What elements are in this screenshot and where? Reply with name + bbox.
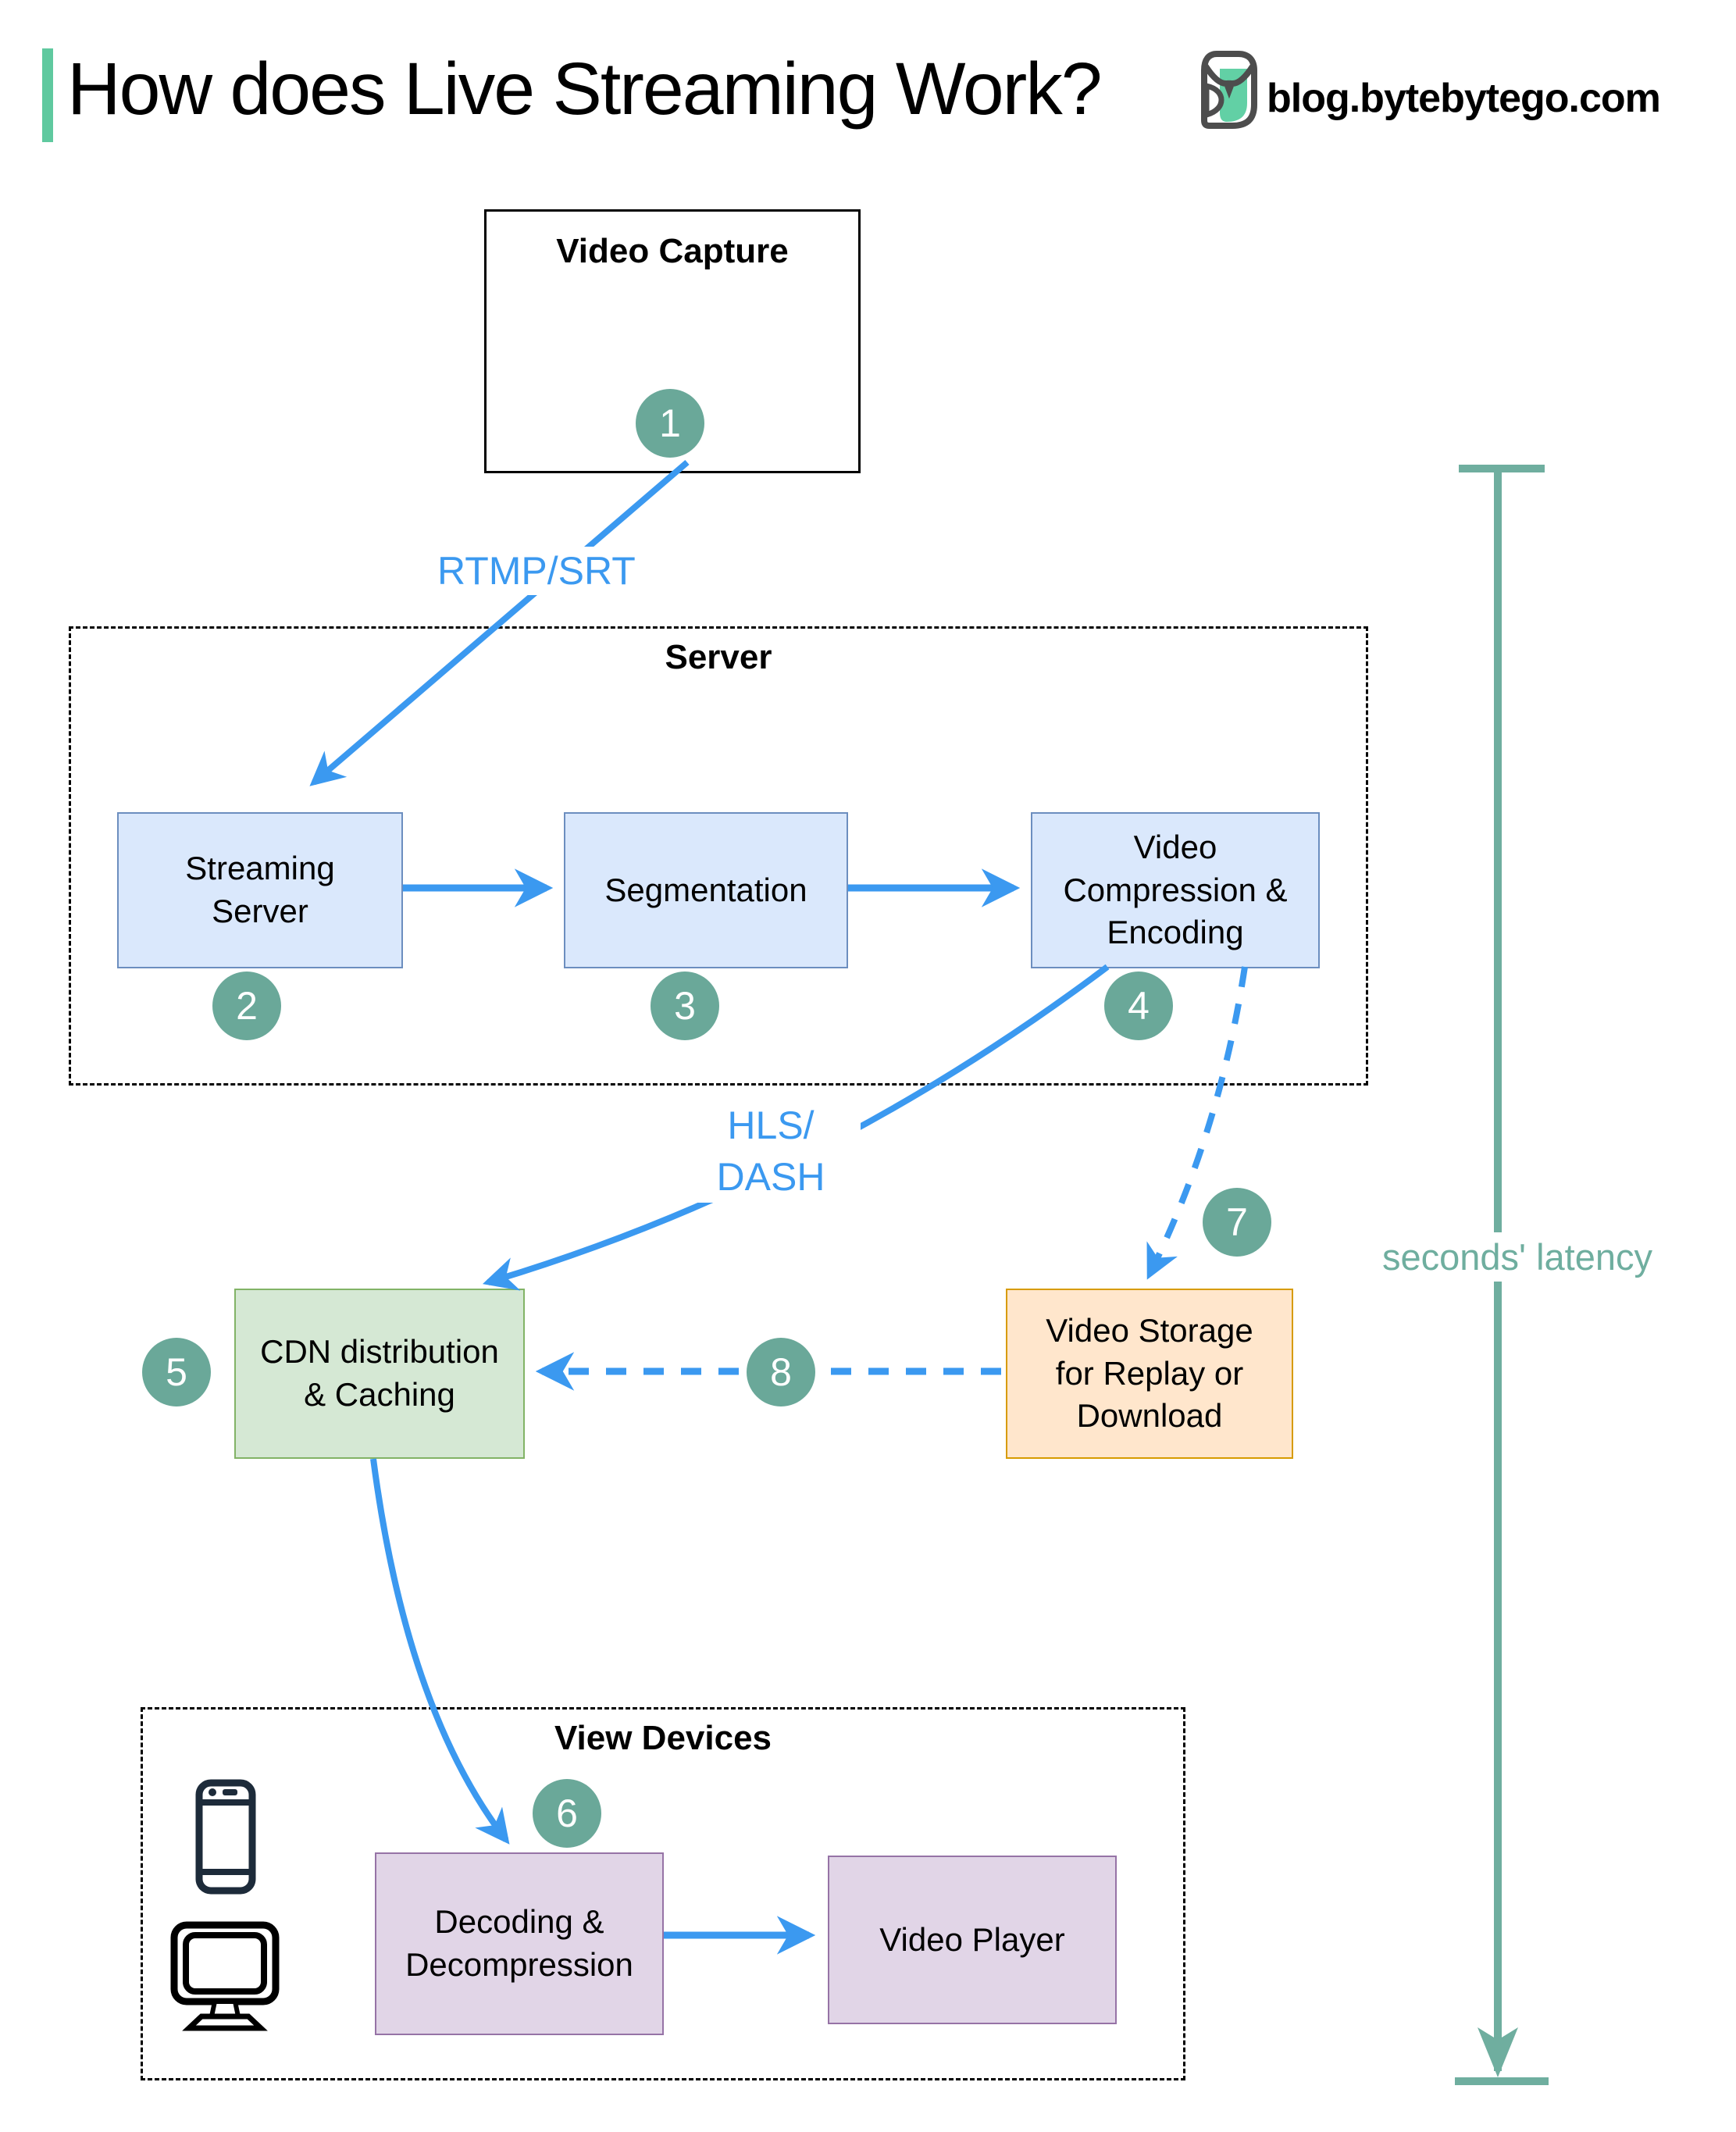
decoding-node: Decoding & Decompression xyxy=(375,1852,664,2035)
streaming-server-node: Streaming Server xyxy=(117,812,403,968)
step-circle-8: 8 xyxy=(747,1338,815,1406)
monitor-icon xyxy=(170,1921,280,2031)
step-circle-6: 6 xyxy=(533,1779,601,1848)
site-name: blog.bytebytego.com xyxy=(1267,76,1661,121)
video-player-label: Video Player xyxy=(879,1920,1065,1958)
video-storage-node: Video Storage for Replay or Download xyxy=(1006,1289,1293,1459)
rtmp-srt-label: RTMP/SRT xyxy=(431,547,642,595)
video-compression-label: Video Compression & Encoding xyxy=(1063,829,1288,951)
segmentation-label: Segmentation xyxy=(604,871,807,908)
cdn-node: CDN distribution & Caching xyxy=(234,1289,525,1459)
title-accent-bar xyxy=(42,48,53,142)
bytebytego-logo-icon xyxy=(1201,51,1257,129)
page-title: How does Live Streaming Work? xyxy=(67,48,1103,130)
video-storage-label: Video Storage for Replay or Download xyxy=(1046,1312,1253,1435)
cdn-label: CDN distribution & Caching xyxy=(260,1333,499,1413)
view-devices-group-box: View Devices xyxy=(141,1707,1185,2080)
latency-label: seconds' latency xyxy=(1371,1232,1664,1282)
view-devices-group-label: View Devices xyxy=(554,1719,772,1757)
step-circle-1: 1 xyxy=(636,389,704,458)
step-circle-4: 4 xyxy=(1104,972,1173,1040)
smartphone-icon xyxy=(195,1779,256,1895)
step-circle-2: 2 xyxy=(212,972,281,1040)
streaming-server-label: Streaming Server xyxy=(185,850,335,929)
video-compression-node: Video Compression & Encoding xyxy=(1031,812,1320,968)
hls-dash-label: HLS/ DASH xyxy=(681,1100,861,1203)
hls-label-line1: HLS/ xyxy=(727,1103,815,1147)
decoding-label: Decoding & Decompression xyxy=(405,1903,633,1983)
server-group-label: Server xyxy=(665,638,772,676)
step-circle-7: 7 xyxy=(1203,1188,1271,1257)
step-circle-5: 5 xyxy=(142,1338,211,1406)
video-capture-label: Video Capture xyxy=(556,232,789,270)
step-circle-3: 3 xyxy=(651,972,719,1040)
video-player-node: Video Player xyxy=(828,1856,1117,2024)
hls-label-line2: DASH xyxy=(716,1155,825,1199)
segmentation-node: Segmentation xyxy=(564,812,848,968)
